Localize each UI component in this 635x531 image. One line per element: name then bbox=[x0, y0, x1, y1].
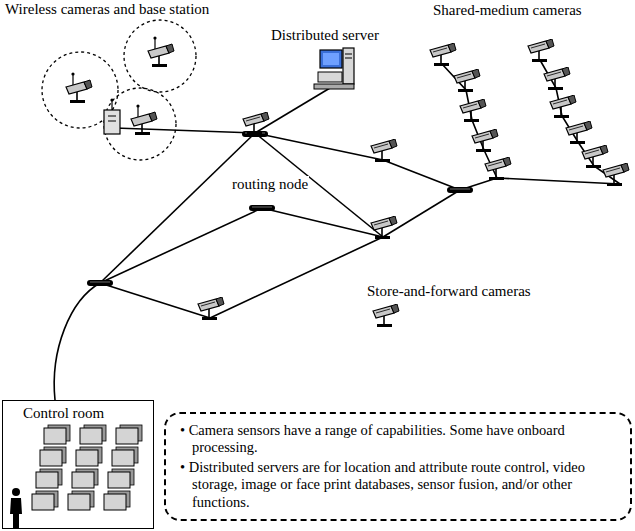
base-station bbox=[104, 98, 120, 134]
caption-label: routing node bbox=[231, 176, 309, 193]
camera bbox=[198, 39, 629, 327]
node-text: Control room bbox=[9, 404, 147, 422]
monitor-wall bbox=[32, 425, 142, 510]
monitor bbox=[76, 450, 98, 466]
monitor bbox=[112, 450, 134, 466]
monitor bbox=[80, 428, 102, 444]
caption-label: Store-and-forward cameras bbox=[366, 283, 532, 300]
note-box: • Camera sensors have a range of capabil… bbox=[164, 412, 632, 521]
monitor bbox=[36, 472, 58, 488]
caption-label: Shared-medium cameras bbox=[432, 2, 583, 19]
monitor bbox=[72, 472, 94, 488]
monitor bbox=[40, 450, 62, 466]
caption-label: Wireless cameras and base station bbox=[4, 1, 210, 18]
caption-label: Distributed server bbox=[270, 27, 380, 44]
wireless-range bbox=[42, 20, 196, 160]
network-wire bbox=[54, 60, 620, 400]
monitor bbox=[44, 428, 66, 444]
monitor bbox=[104, 494, 126, 510]
monitor bbox=[32, 494, 54, 510]
monitor bbox=[116, 428, 138, 444]
monitor bbox=[108, 472, 130, 488]
monitor bbox=[68, 494, 90, 510]
control-room-box: Control room bbox=[2, 400, 154, 529]
wireless-camera bbox=[66, 36, 174, 135]
distributed-server-icon bbox=[314, 48, 354, 89]
node-text: • Distributed servers are for location a… bbox=[180, 459, 618, 511]
node-text: • Camera sensors have a range of capabil… bbox=[180, 422, 618, 457]
routing-node bbox=[87, 131, 473, 286]
operator-figure bbox=[10, 488, 22, 528]
